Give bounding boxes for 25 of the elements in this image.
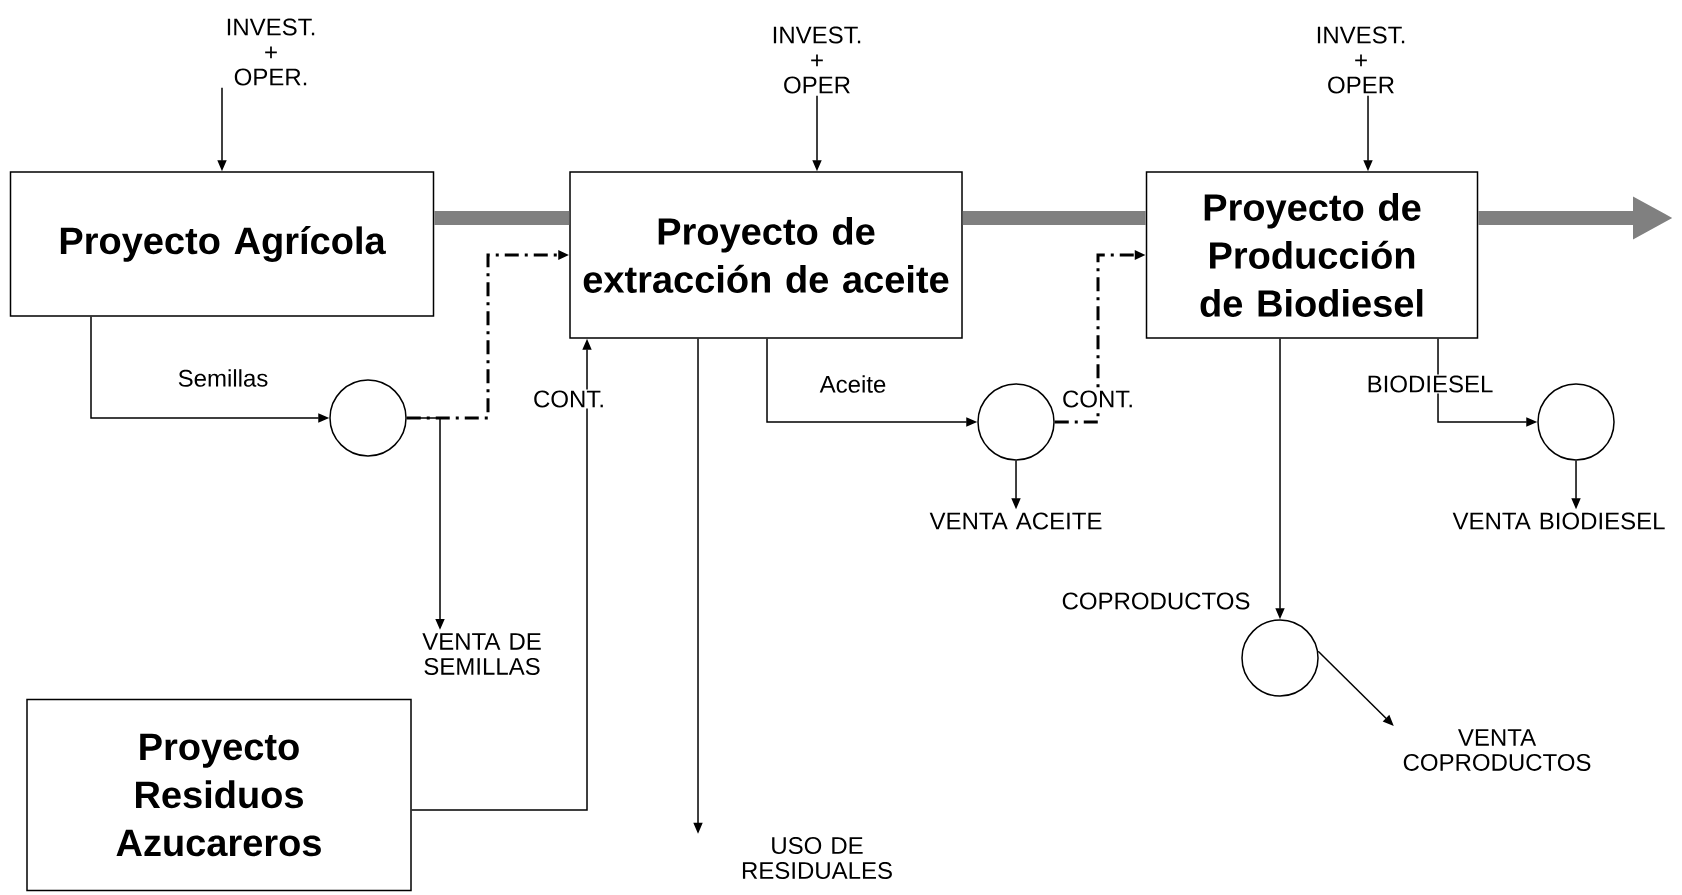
edge-label: CONT.	[1061, 389, 1135, 409]
flow-band	[434, 211, 570, 225]
project-box: Proyecto Agrícola	[9, 171, 435, 317]
flow-band	[962, 211, 1146, 225]
edge-label: CONT.	[532, 389, 606, 409]
cost-label: INVEST. + OPER	[773, 26, 861, 94]
project-box: Proyecto Residuos Azucareros	[26, 698, 412, 892]
cost-label: INVEST. + OPER.	[227, 18, 315, 86]
arrow	[1317, 650, 1394, 726]
edge-label: COPRODUCTOS	[1060, 591, 1252, 611]
edge-label: Aceite	[818, 374, 888, 394]
cost-label: INVEST. + OPER	[1317, 26, 1405, 94]
project-box: Proyecto de Producción de Biodiesel	[1145, 171, 1479, 339]
output-label: VENTA ACEITE	[929, 512, 1102, 530]
junction-circle	[1241, 619, 1319, 697]
junction-circle	[977, 383, 1055, 461]
junction-circle	[329, 379, 407, 457]
output-label: USO DE RESIDUALES	[742, 837, 892, 879]
edge-label: BIODIESEL	[1365, 374, 1495, 394]
edge-label: Semillas	[176, 368, 270, 388]
output-label: VENTA COPRODUCTOS	[1403, 729, 1591, 771]
output-label: VENTA BIODIESEL	[1452, 512, 1665, 530]
output-label: VENTA DE SEMILLAS	[422, 633, 541, 675]
project-box: Proyecto de extracción de aceite	[569, 171, 963, 339]
junction-circle	[1537, 383, 1615, 461]
